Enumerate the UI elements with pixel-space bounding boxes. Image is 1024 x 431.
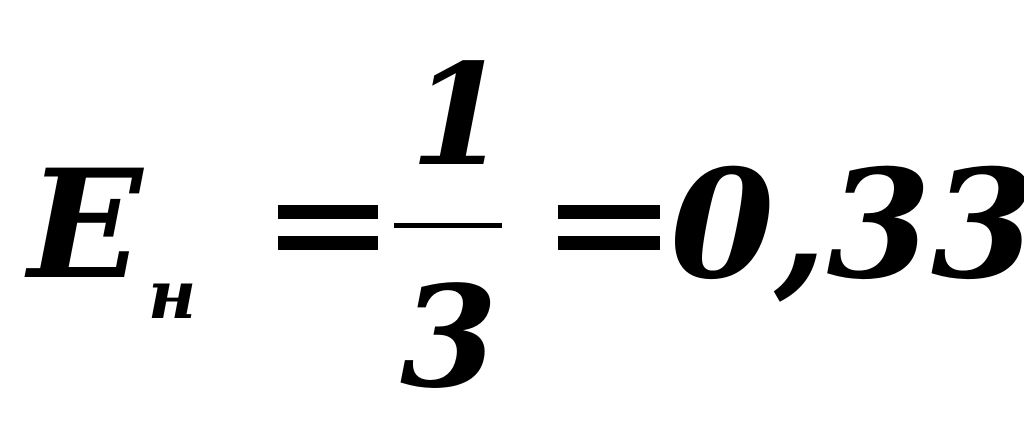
equals-bar-top [278,205,378,219]
fraction-numerator: 1 [410,34,508,198]
equals-bar-bottom [278,236,378,250]
equals-bar-bottom [558,236,660,250]
fraction-denominator: 3 [400,256,498,420]
formula-subscript: н [148,256,197,334]
formula-result: 0,33. [670,137,1024,313]
fraction-line [394,223,502,228]
equals-bar-top [558,205,660,219]
formula-variable: E [28,137,143,313]
